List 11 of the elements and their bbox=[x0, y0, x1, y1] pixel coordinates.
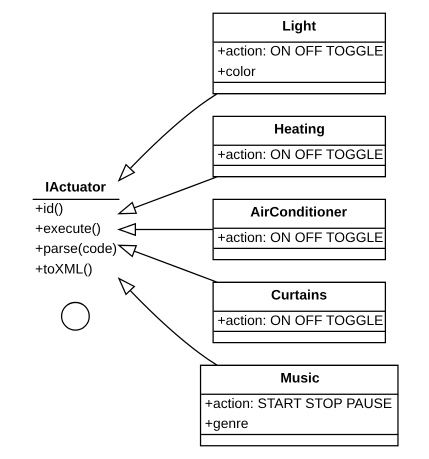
arrow bbox=[117, 277, 217, 366]
node-label: IActuator bbox=[44, 178, 106, 195]
node-label: +parse(code) bbox=[34, 240, 117, 256]
arrow bbox=[116, 222, 213, 236]
node-label: +execute() bbox=[34, 220, 100, 236]
arrow bbox=[117, 93, 217, 182]
arrow bbox=[116, 244, 218, 283]
node-label: +toXML() bbox=[34, 260, 92, 276]
node-circle bbox=[60, 302, 90, 331]
node-label: +id() bbox=[34, 200, 63, 216]
arrow bbox=[116, 176, 218, 214]
